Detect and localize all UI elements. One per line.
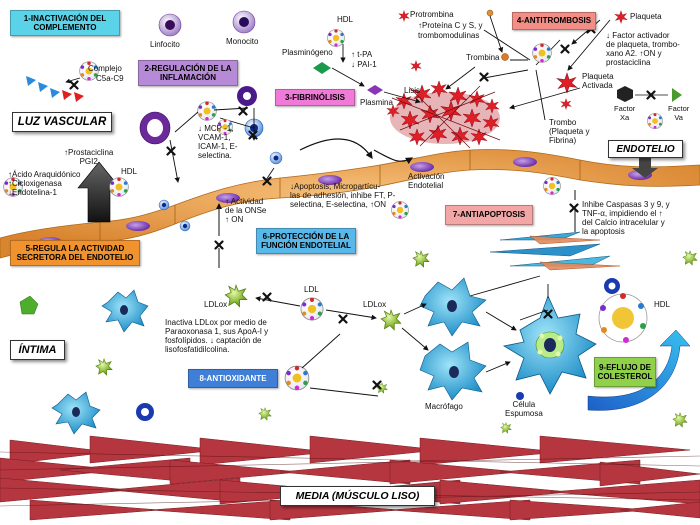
label-inhibe: Inhibe Caspasas 3 y 9, y TNF-α, impidien… — [582, 200, 670, 236]
box-eflujo: 9-EFLUJO DE COLESTEROL — [594, 357, 656, 387]
macrophage-top — [419, 277, 487, 337]
label-mcp: ↓ MCP -1, VCAM-1, ICAM-1, E- selectina. — [198, 124, 238, 160]
box-secretora: 5-REGULA LA ACTIVIDAD SECRETORA DEL ENDO… — [10, 240, 140, 266]
macrophage-left — [101, 289, 149, 333]
label-hdl-fib: HDL — [337, 15, 354, 24]
region-label-media: MEDIA (MÚSCULO LISO) — [280, 486, 435, 506]
label-pai: ↓ PAI-1 — [351, 60, 377, 69]
label-linfocito: Linfocito — [150, 40, 180, 49]
label-prostaciclina: ↑Prostaciclina PGI2 — [64, 148, 114, 166]
label-trombomodulinas: trombomodulinas — [418, 31, 480, 40]
label-hdl-right: HDL — [654, 300, 671, 309]
box-complemento: 1-INACTIVACIÓN DEL COMPLEMENTO — [10, 10, 120, 36]
label-tpa: ↑ t-PA — [351, 50, 373, 59]
box-antitrombosis: 4-ANTITROMBOSIS — [512, 12, 596, 30]
macrophage-bottomleft — [51, 391, 101, 435]
label-activacion: Activación Endotelial — [408, 172, 445, 190]
label-trombina: Trombina — [466, 53, 500, 62]
label-plasmina: Plasmina — [360, 98, 393, 107]
muscle-layer — [0, 435, 700, 525]
label-plasminogeno: Plasminógeno — [282, 48, 333, 57]
label-factor-xa: Factor Xa — [614, 104, 636, 122]
label-trombo: Trombo (Plaqueta y Fibrina) — [549, 118, 590, 145]
label-lisis: Lisis — [404, 86, 421, 95]
label-factor-activador: ↓ Factor activador de plaqueta, trombo- … — [606, 31, 680, 67]
label-acido: ↑Ácido Araquidónico ↑Cicloxigenasa ↓Endo… — [8, 170, 81, 197]
box-antiapoptosis: 7-ANTIAPOPTOSIS — [445, 205, 533, 225]
region-label-intima: ÍNTIMA — [10, 340, 65, 360]
label-hdl-left: HDL — [121, 167, 138, 176]
apoptotic-cells — [489, 231, 611, 267]
label-onse: ↑ Actividad de la ONSe ↑ ON — [225, 197, 267, 224]
region-label-luz: LUZ VASCULAR — [12, 112, 112, 132]
label-factor-va: Factor Va — [668, 104, 690, 122]
box-proteccion: 6-PROTECCIÓN DE LA FUNCIÓN ENDOTELIAL — [256, 228, 356, 254]
prostaciclina-arrow — [77, 161, 121, 223]
label-proteina-cs: ↑Proteína C y S, y — [418, 21, 483, 30]
box-inflamacion: 2-REGULACIÓN DE LA INFLAMACIÓN — [138, 60, 238, 86]
label-ldl: LDL — [304, 285, 319, 294]
label-plaqueta-activada: Plaqueta Activada — [582, 72, 614, 90]
label-apoptosis: ↓Apoptosis, Micropartícu- las de adhesió… — [290, 182, 396, 209]
thrombus — [386, 80, 501, 149]
box-fibrinolisis: 3-FIBRINÓLISIS — [275, 89, 355, 106]
label-ldlox-right: LDLox — [363, 300, 387, 309]
label-monocito: Monocito — [226, 37, 259, 46]
box-antioxidante: 8-ANTIOXIDANTE — [188, 369, 278, 388]
hdl-big — [598, 293, 648, 343]
label-ldlox-left: LDLox — [204, 300, 228, 309]
macrophage-bottom — [419, 341, 487, 401]
label-complejo: Complejo — [88, 64, 122, 73]
label-inactiva: Inactiva LDLox por medio de Paraoxonasa … — [165, 318, 269, 354]
label-macrofago: Macrófago — [425, 402, 463, 411]
label-plaqueta: Plaqueta — [630, 12, 662, 21]
foam-cell — [502, 294, 597, 395]
label-protrombina: Protrombina — [410, 10, 454, 19]
label-c5a: C5a-C9 — [96, 74, 124, 83]
label-celula-espumosa: Célula Espumosa — [505, 400, 543, 418]
region-label-endotelio: ENDOTELIO — [608, 140, 683, 158]
